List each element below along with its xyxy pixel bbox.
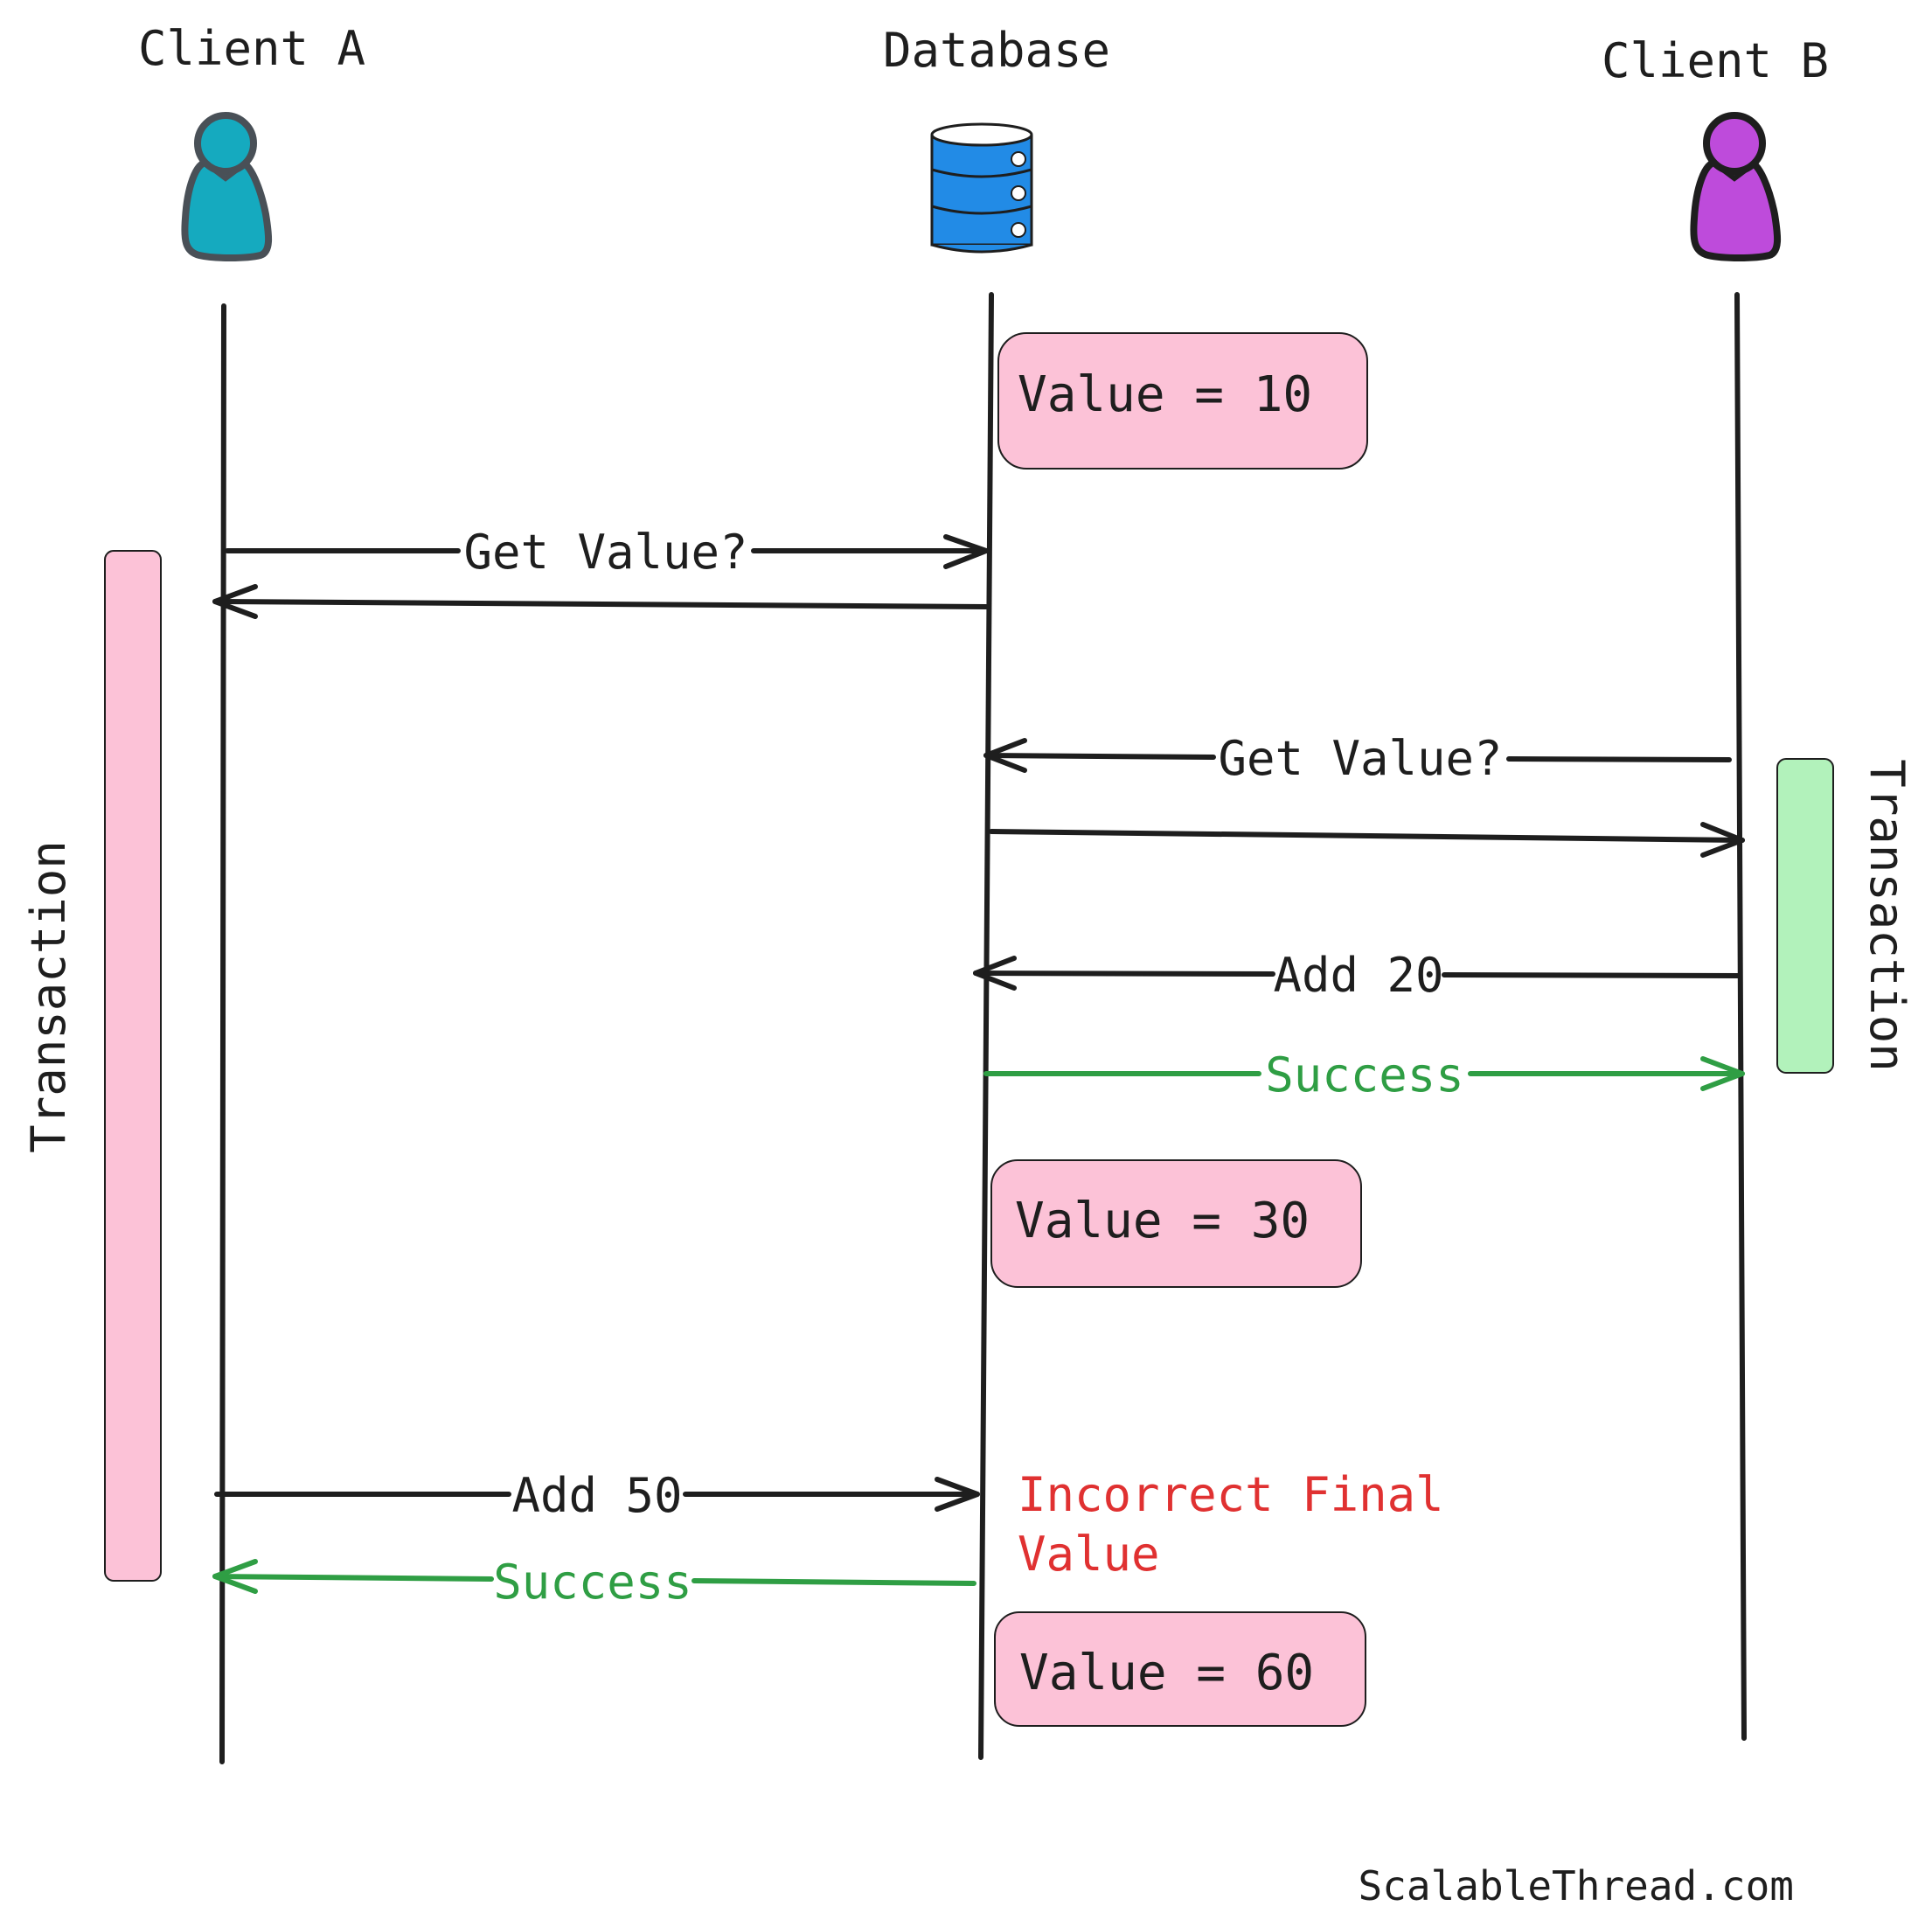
message-arrow: Get Value?	[983, 731, 1732, 786]
client-a-transaction-bar	[104, 550, 162, 1582]
state-box: Value = 10	[997, 332, 1368, 470]
message-arrow: Get Value?	[225, 525, 989, 580]
message-label: Add 20	[1273, 948, 1443, 1003]
site-credit: ScalableThread.com	[1359, 1862, 1795, 1910]
message-label: Get Value?	[1218, 731, 1502, 786]
client-a-label: Client A	[138, 21, 365, 76]
state-box: Value = 60	[994, 1611, 1366, 1727]
state-box: Value = 30	[990, 1159, 1362, 1288]
success-arrow: Success	[983, 1047, 1745, 1103]
incorrect-value-warning-line1: Incorrect Final	[1018, 1467, 1444, 1522]
message-arrow: Add 20	[973, 948, 1741, 1003]
state-box-label: Value = 60	[1019, 1645, 1314, 1701]
database-lifeline	[978, 292, 994, 1760]
message-arrow: Add 50	[214, 1468, 980, 1523]
state-box-label: Value = 30	[1015, 1193, 1310, 1249]
state-box-label: Value = 10	[1018, 366, 1312, 423]
client-b-lifeline	[1734, 292, 1747, 1741]
message-label: Success	[1265, 1047, 1464, 1103]
success-arrow: Success	[212, 1555, 976, 1610]
client-a-lifeline	[219, 303, 226, 1764]
reply-arrow	[212, 584, 989, 619]
reply-arrow	[989, 822, 1745, 858]
message-label: Get Value?	[463, 525, 747, 580]
client-b-user-icon	[1690, 112, 1782, 261]
message-label: Add 50	[511, 1468, 682, 1523]
client-a-user-icon	[181, 112, 273, 261]
incorrect-value-warning-line2: Value	[1018, 1527, 1160, 1582]
message-label: Success	[493, 1555, 692, 1610]
client-b-transaction-label: Transaction	[1859, 759, 1915, 1072]
database-icon	[930, 122, 1033, 254]
database-label: Database	[883, 23, 1110, 78]
client-a-transaction-label: Transaction	[21, 840, 76, 1153]
client-b-label: Client B	[1602, 33, 1829, 88]
client-b-transaction-bar	[1776, 758, 1834, 1074]
